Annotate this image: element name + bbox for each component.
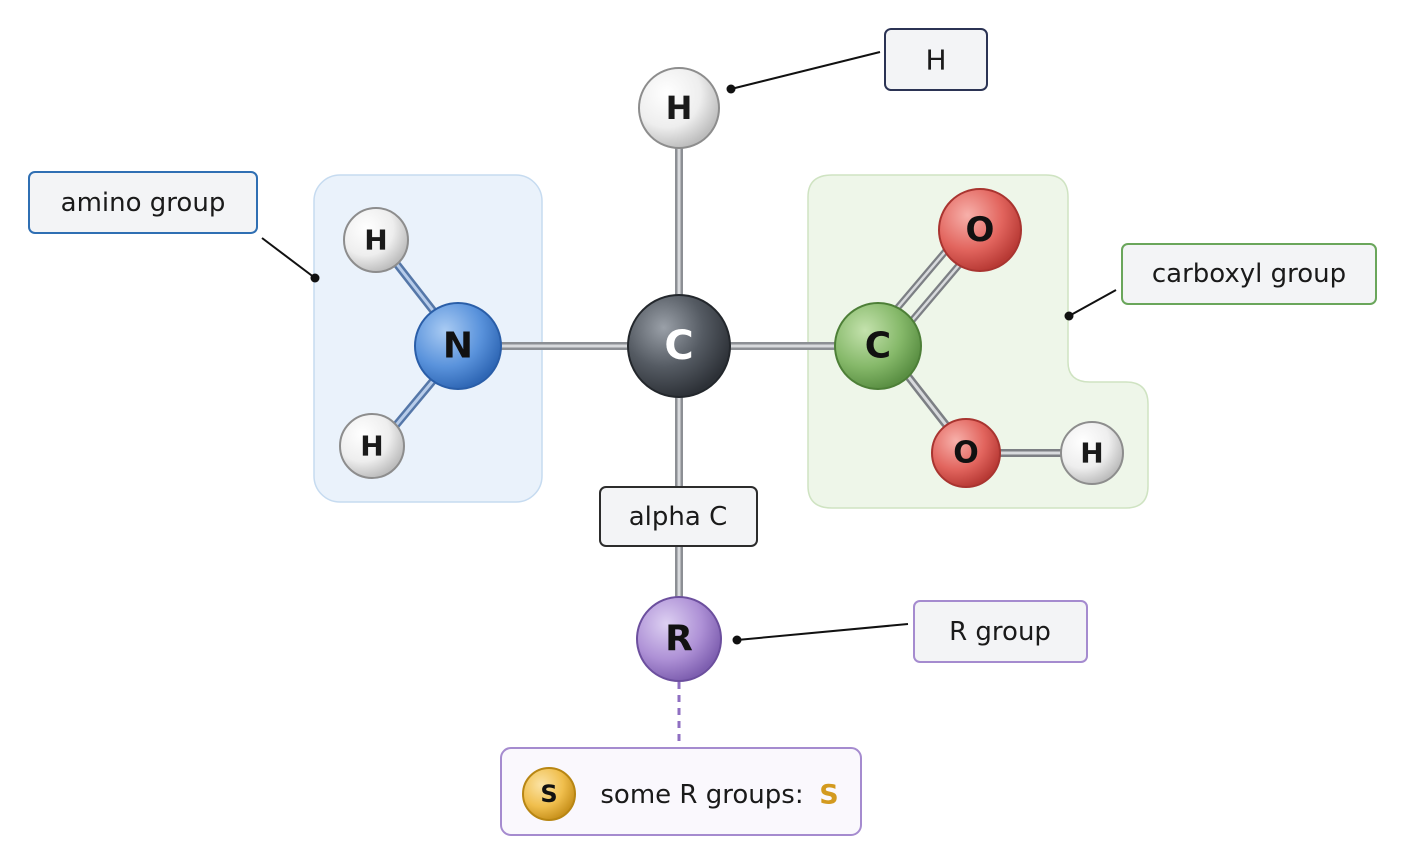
svg-text:H: H <box>360 430 383 463</box>
atom-alpha-carbon: C <box>627 294 731 398</box>
svg-text:C: C <box>664 323 693 369</box>
svg-text:S: S <box>540 780 557 808</box>
svg-text:amino group: amino group <box>61 188 226 218</box>
carboxyl-group-region <box>807 174 1149 509</box>
svg-text:alpha C: alpha C <box>629 502 728 532</box>
atom-r-group: R <box>636 596 722 682</box>
atom-amino-h-bottom: H <box>339 413 405 479</box>
atom-carbonyl-oxygen: O <box>938 188 1022 272</box>
svg-text:H: H <box>925 44 946 77</box>
sulfur-symbol-text: S <box>819 780 838 811</box>
atom-nitrogen: N <box>414 302 502 390</box>
svg-text:O: O <box>953 436 979 471</box>
svg-text:H: H <box>666 89 693 127</box>
svg-text:R: R <box>665 619 693 660</box>
label-carboxyl-group: carboxyl group <box>1121 243 1377 305</box>
label-amino-group: amino group <box>28 171 258 234</box>
atom-hydroxyl-oxygen: O <box>931 418 1001 488</box>
svg-text:H: H <box>364 224 387 257</box>
svg-text:R group: R group <box>949 617 1051 647</box>
svg-text:O: O <box>966 210 995 250</box>
svg-text:carboxyl group: carboxyl group <box>1152 259 1346 289</box>
svg-text:H: H <box>1080 437 1103 470</box>
atom-top-h: H <box>638 67 720 149</box>
leader-lines <box>261 51 1117 645</box>
atom-amino-h-top: H <box>343 207 409 273</box>
svg-text:some R groups:: some R groups: <box>600 780 803 810</box>
label-r-group: R group <box>913 600 1088 663</box>
svg-text:C: C <box>865 326 891 367</box>
label-alpha-c: alpha C <box>599 486 758 547</box>
label-hydrogen: H <box>884 28 988 91</box>
sulfur-atom-icon: S <box>522 767 576 821</box>
label-some-r-groups: S some R groups: S <box>500 747 862 836</box>
svg-text:N: N <box>443 326 473 367</box>
atom-carboxyl-carbon: C <box>834 302 922 390</box>
atom-hydroxyl-h: H <box>1060 421 1124 485</box>
